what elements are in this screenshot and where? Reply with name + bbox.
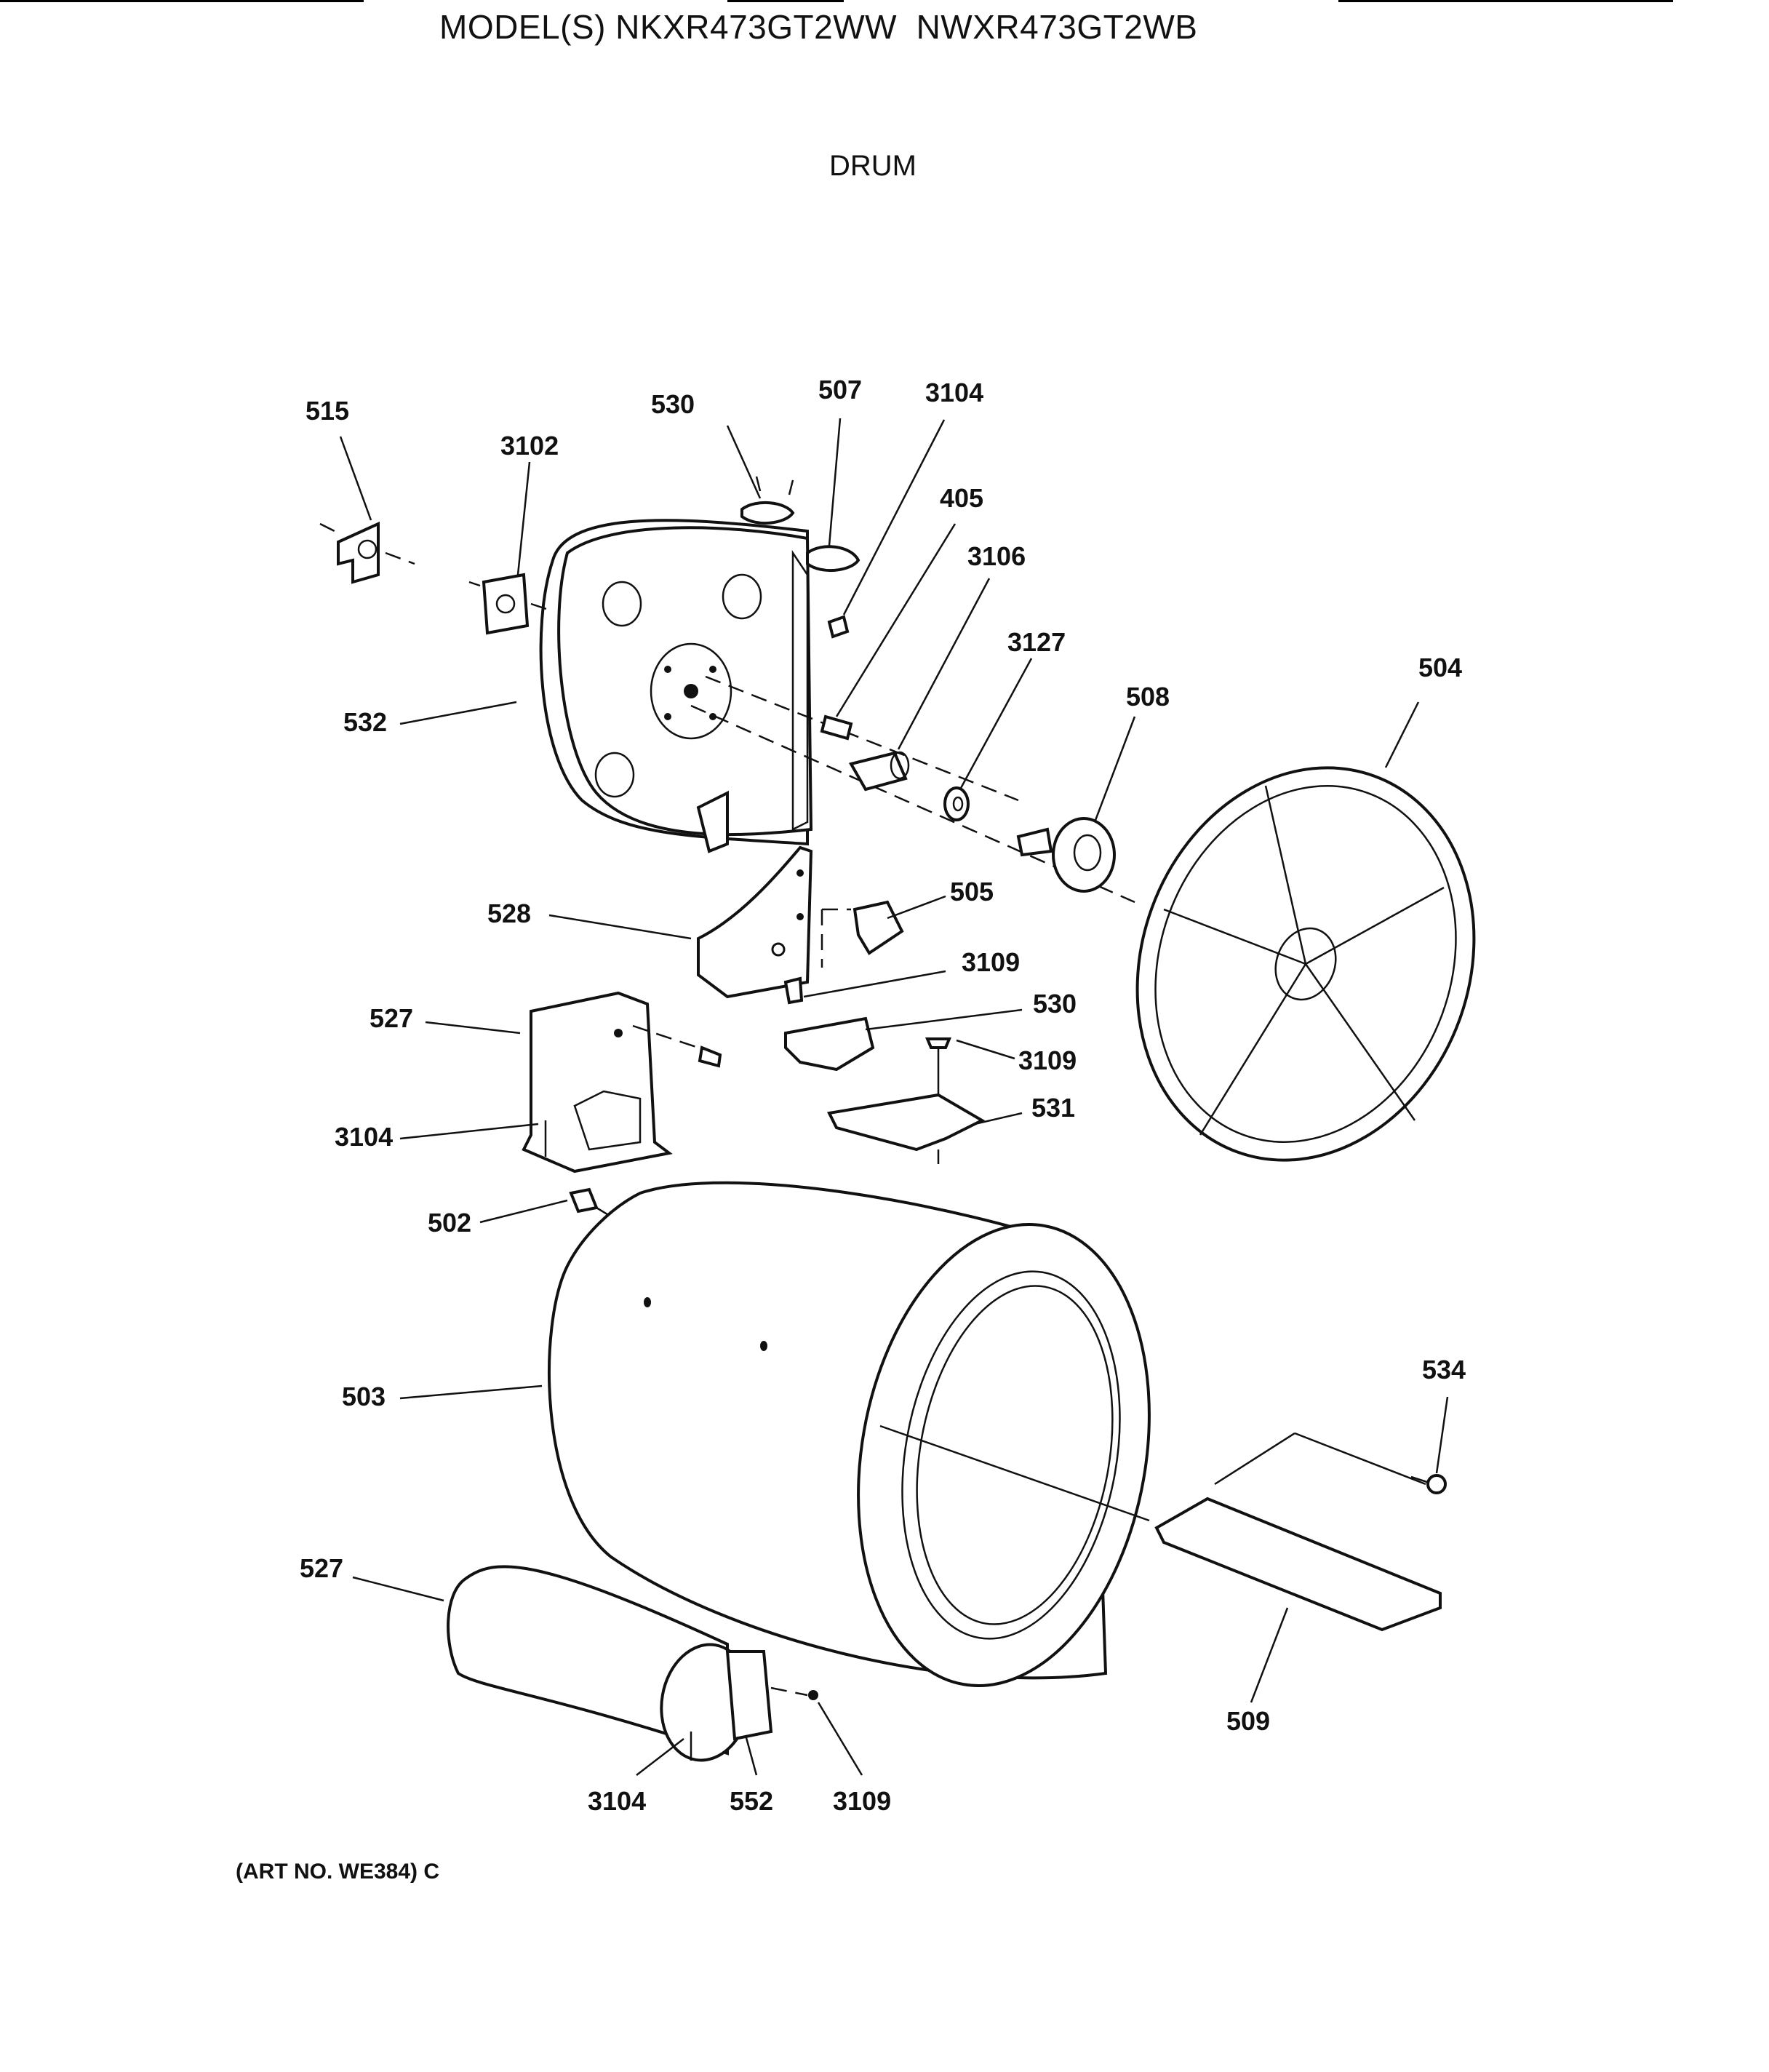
- bushing-3106-part: [848, 751, 910, 792]
- screw-3104-top-part: [827, 615, 850, 639]
- shaft-508-part: [1016, 817, 1116, 893]
- drum-503-part: [548, 1181, 1151, 1687]
- art-number: (ART NO. WE384) C: [236, 1860, 440, 1884]
- callout-528: 528: [487, 898, 531, 928]
- callout-530-top: 530: [651, 389, 695, 419]
- callout-509: 509: [1226, 1706, 1270, 1736]
- callout-3104-middle: 3104: [335, 1122, 393, 1152]
- callout-534: 534: [1422, 1355, 1466, 1384]
- drum-back-504-part: [1135, 766, 1476, 1162]
- callout-labels: 515 3102 530 507 3104 405 3106 3127 508 …: [300, 375, 1466, 1816]
- callout-3109-bottom: 3109: [833, 1786, 891, 1816]
- callout-3109-middle: 3109: [1018, 1045, 1077, 1075]
- callout-3104-top: 3104: [925, 378, 983, 407]
- thermostat-530-top-part: [740, 476, 795, 525]
- bracket-528-part: [697, 845, 813, 999]
- thermostat-530-lower-part: [784, 1016, 875, 1072]
- bolt-405-part: [820, 714, 853, 741]
- callout-502: 502: [428, 1208, 471, 1238]
- callout-3109-upper: 3109: [962, 947, 1020, 977]
- washer-3127-part: [943, 786, 970, 821]
- callout-3104-bottom: 3104: [588, 1786, 646, 1816]
- callout-515: 515: [306, 396, 349, 426]
- callout-3106: 3106: [967, 541, 1026, 571]
- callout-3102: 3102: [500, 431, 559, 461]
- callout-3127: 3127: [1007, 627, 1066, 657]
- callout-552: 552: [730, 1786, 773, 1816]
- callout-530-lower: 530: [1033, 989, 1077, 1019]
- callout-527-upper: 527: [370, 1003, 413, 1033]
- callout-532: 532: [343, 707, 387, 737]
- model-title: MODEL(S) NKXR473GT2WW NWXR473GT2WB: [439, 8, 1198, 46]
- screw-3109-upper-part: [783, 976, 804, 1005]
- top-rule-right: [1338, 0, 1673, 2]
- callout-504: 504: [1418, 653, 1462, 682]
- fuse-507-part: [806, 545, 860, 573]
- callout-505: 505: [950, 877, 994, 906]
- baffle-509-part: [1154, 1497, 1442, 1632]
- section-title: DRUM: [829, 150, 917, 182]
- callout-531: 531: [1031, 1093, 1075, 1123]
- rear-bulkhead-part: [539, 519, 813, 853]
- screw-534-part: [1410, 1474, 1447, 1494]
- mount-527-upper-part: [522, 991, 722, 1174]
- leader-lines: [339, 418, 1449, 1776]
- plate-531-part: [827, 1093, 986, 1164]
- mount-527-lower-part: [447, 1565, 818, 1762]
- top-rule-center: [727, 0, 844, 2]
- callout-503: 503: [342, 1382, 386, 1411]
- gasket-505-part: [820, 900, 904, 968]
- bracket-515-part: [319, 521, 415, 584]
- callout-405: 405: [940, 483, 983, 513]
- top-rule-left: [0, 0, 364, 2]
- callout-527-lower: 527: [300, 1553, 343, 1583]
- screw-3109-middle-part: [925, 1037, 951, 1099]
- plate-3102-part: [468, 573, 554, 635]
- callout-508: 508: [1126, 682, 1170, 712]
- callout-507: 507: [818, 375, 862, 405]
